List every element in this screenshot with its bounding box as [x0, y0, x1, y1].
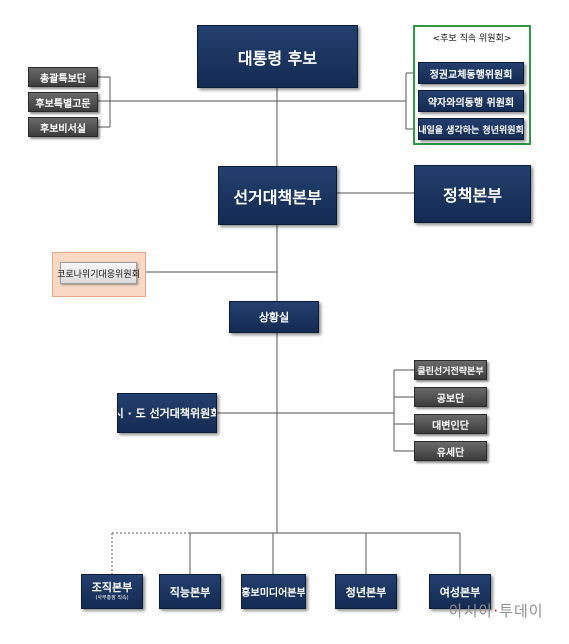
- watermark-logo: 아시아·투데이: [449, 600, 569, 621]
- situation-room-label: 상황실: [258, 311, 290, 324]
- right-unit-box-1: 클린선거전략본부: [414, 360, 487, 380]
- committee-item-label: 정권교체동행위원회: [429, 69, 513, 81]
- regional-committee-label: 시 · 도 선거대책위원회: [117, 407, 217, 420]
- committee-item-label: 내일을 생각하는 청년위원회: [418, 125, 524, 136]
- left-support-label: 후보특별고문: [35, 98, 91, 110]
- right-unit-label: 유세단: [436, 447, 465, 459]
- right-unit-box-4: 유세단: [414, 441, 487, 461]
- left-support-box-2: 후보특별고문: [28, 92, 98, 112]
- policy-hq-box: 정책본부: [414, 165, 531, 223]
- situation-room-box: 상황실: [229, 301, 319, 333]
- bottom-unit-label: 여성본부: [439, 585, 481, 599]
- committee-item-3: 내일을 생각하는 청년위원회: [418, 118, 524, 140]
- bottom-unit-label: 청년본부: [345, 585, 387, 599]
- committee-item-1: 정권교체동행위원회: [418, 62, 524, 84]
- regional-committee-box: 시 · 도 선거대책위원회: [117, 393, 217, 433]
- bottom-unit-box-3: 홍보미디어본부: [241, 574, 306, 609]
- candidate-box: 대통령 후보: [197, 25, 358, 88]
- committee-item-2: 약자와의동행 위원회: [418, 90, 524, 112]
- bottom-unit-label: 직능본부: [169, 585, 211, 599]
- bottom-unit-sublabel: (사무총장 직속): [95, 594, 129, 601]
- bottom-unit-box-4: 청년본부: [335, 574, 397, 609]
- corona-committee-box: 코로나위기대응위원회: [57, 262, 140, 284]
- policy-hq-label: 정책본부: [443, 186, 502, 205]
- left-support-label: 총괄특보단: [40, 73, 86, 85]
- left-support-box-1: 총괄특보단: [28, 67, 98, 87]
- bottom-unit-box-2: 직능본부: [159, 574, 221, 609]
- watermark-part2: 투데이: [499, 602, 544, 620]
- watermark-dot: ·: [493, 602, 500, 620]
- campaign-hq-box: 선거대책본부: [218, 166, 337, 225]
- bottom-unit-label: 홍보미디어본부: [241, 588, 306, 599]
- left-support-box-3: 후보비서실: [28, 117, 98, 137]
- right-unit-label: 공보단: [436, 393, 465, 405]
- corona-committee-label: 코로나위기대응위원회: [57, 269, 140, 280]
- campaign-hq-label: 선거대책본부: [233, 187, 322, 207]
- bottom-unit-box-1: 조직본부 (사무총장 직속): [81, 574, 143, 609]
- watermark-part1: 아시아: [449, 602, 494, 620]
- right-unit-box-2: 공보단: [414, 387, 487, 407]
- candidate-label: 대통령 후보: [237, 48, 318, 68]
- committee-item-label: 약자와의동행 위원회: [427, 97, 515, 109]
- committee-title: <후보 직속 위원회>: [432, 34, 512, 44]
- right-unit-label: 대변인단: [432, 420, 469, 432]
- bottom-unit-box-5: 여성본부: [429, 574, 491, 609]
- bottom-unit-label: 조직본부: [91, 580, 133, 594]
- left-support-label: 후보비서실: [40, 123, 86, 135]
- right-unit-box-3: 대변인단: [414, 414, 487, 434]
- right-unit-label: 클린선거전략본부: [417, 366, 484, 377]
